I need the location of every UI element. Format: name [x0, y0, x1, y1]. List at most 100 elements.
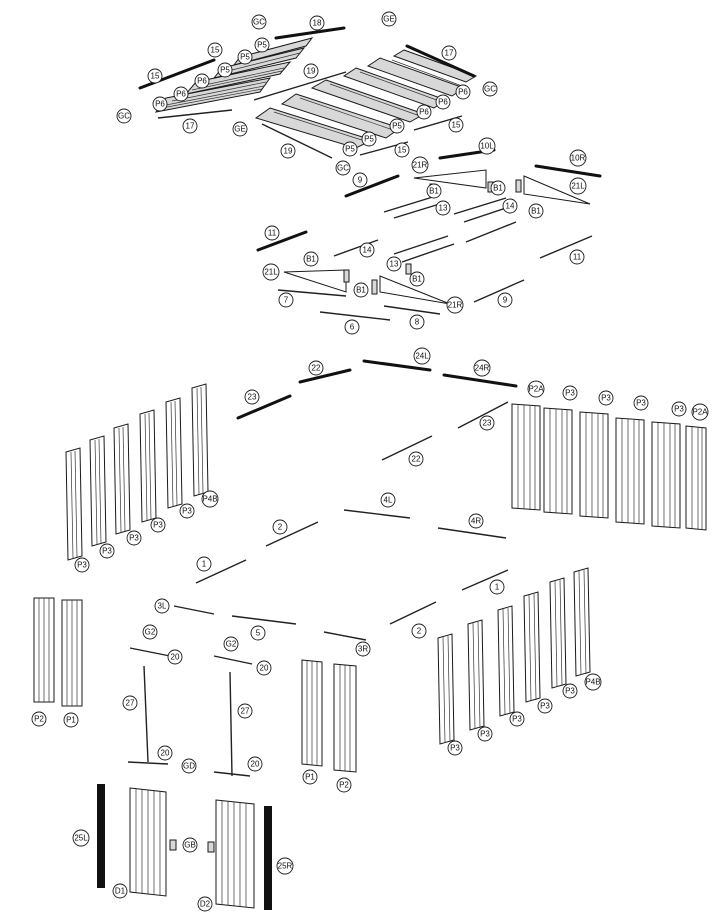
- callout-circle: [490, 180, 506, 196]
- callout-circle: [389, 118, 405, 134]
- part-callout: 14: [359, 242, 375, 258]
- callout-label: 14: [506, 202, 515, 211]
- callout-label: 18: [313, 19, 322, 28]
- part-callout: 14: [502, 198, 518, 214]
- callout-circle: [264, 225, 280, 241]
- callout-label: GD: [183, 762, 195, 771]
- part-callout: B1: [303, 251, 319, 267]
- callout-circle: [173, 86, 189, 102]
- callout-circle: [447, 740, 463, 756]
- callout-circle: [381, 11, 397, 27]
- callout-circle: [262, 263, 280, 281]
- callout-label: P3: [674, 405, 684, 414]
- part-callout: G2: [142, 624, 158, 640]
- callout-label: P4B: [202, 495, 217, 504]
- callout-label: 20: [161, 749, 170, 758]
- part-callout: P5: [254, 37, 270, 53]
- callout-label: 22: [412, 455, 421, 464]
- callout-circle: [584, 673, 602, 691]
- doors: [97, 784, 272, 910]
- part-callout: GD: [181, 758, 197, 774]
- callout-label: 21L: [264, 268, 278, 277]
- callout-label: 24R: [475, 364, 490, 373]
- callout-label: 9: [503, 296, 508, 305]
- part-callout: GC: [482, 81, 498, 97]
- callout-label: P6: [438, 98, 448, 107]
- part-callout: 18: [309, 15, 325, 31]
- callout-label: GE: [383, 15, 395, 24]
- callout-circle: [335, 160, 351, 176]
- part-callout: P5: [342, 141, 358, 157]
- callout-label: P3: [540, 702, 550, 711]
- part-callout: P6: [435, 94, 451, 110]
- callout-label: P3: [450, 744, 460, 753]
- part-callout: 4L: [380, 492, 396, 508]
- callout-label: P6: [197, 77, 207, 86]
- callout-label: 19: [284, 147, 293, 156]
- callout-label: 15: [211, 46, 220, 55]
- part-callout: P3: [447, 740, 463, 756]
- callout-label: P3: [102, 547, 112, 556]
- callout-circle: [254, 37, 270, 53]
- part-callout: B1: [353, 282, 369, 298]
- callout-label: B1: [412, 275, 422, 284]
- callout-label: P2A: [692, 408, 708, 417]
- top-wall-frame: [195, 359, 518, 591]
- part-callout: GC: [116, 108, 132, 124]
- callout-circle: [411, 156, 429, 174]
- part-callout: 20: [167, 649, 183, 665]
- part-callout: B1: [490, 180, 506, 196]
- part-callout: GB: [182, 837, 198, 853]
- callout-circle: [409, 271, 425, 287]
- callout-circle: [489, 579, 505, 595]
- callout-circle: [691, 403, 709, 421]
- callout-circle: [244, 389, 260, 405]
- part-callout: GE: [232, 121, 248, 137]
- part-callout: P6: [152, 96, 168, 112]
- part-callout: P2: [31, 711, 47, 727]
- callout-circle: [342, 141, 358, 157]
- callout-circle: [142, 624, 158, 640]
- callout-label: P3: [480, 730, 490, 739]
- callout-label: GC: [337, 164, 349, 173]
- callout-label: P3: [512, 715, 522, 724]
- callout-label: GC: [118, 112, 130, 121]
- callout-circle: [150, 517, 166, 533]
- callout-label: GB: [184, 841, 196, 850]
- callout-circle: [446, 296, 464, 314]
- part-callout: 21L: [262, 263, 280, 281]
- part-callout: 6: [344, 319, 360, 335]
- callout-label: 10L: [480, 142, 494, 151]
- callout-circle: [478, 137, 496, 155]
- part-callout: P5: [389, 118, 405, 134]
- callout-label: 20: [260, 664, 269, 673]
- callout-circle: [336, 777, 352, 793]
- part-callout: 9: [352, 172, 368, 188]
- callout-circle: [217, 62, 233, 78]
- callout-label: P2: [34, 715, 44, 724]
- part-callout: P4B: [584, 673, 602, 691]
- callout-circle: [256, 660, 272, 676]
- callout-circle: [147, 68, 163, 84]
- part-callout: 27: [122, 695, 138, 711]
- part-callout: 4R: [468, 513, 484, 529]
- callout-label: 25R: [278, 862, 293, 871]
- callout-label: P4B: [585, 678, 600, 687]
- callout-circle: [99, 543, 115, 559]
- part-callout: P3: [598, 390, 614, 406]
- callout-circle: [122, 695, 138, 711]
- part-callout: 20: [157, 745, 173, 761]
- part-callout: G2: [223, 636, 239, 652]
- callout-label: 17: [186, 122, 195, 131]
- part-callout: 22: [408, 451, 424, 467]
- callout-label: D2: [200, 900, 211, 909]
- callout-label: B1: [429, 187, 439, 196]
- roof-panels-right: [254, 49, 478, 149]
- part-callout: 11: [569, 249, 585, 265]
- callout-circle: [308, 360, 324, 376]
- callout-circle: [352, 172, 368, 188]
- part-callout: 17: [441, 45, 457, 61]
- part-callout: 27: [237, 703, 253, 719]
- part-callout: 25R: [276, 857, 294, 875]
- part-callout: 9: [497, 292, 513, 308]
